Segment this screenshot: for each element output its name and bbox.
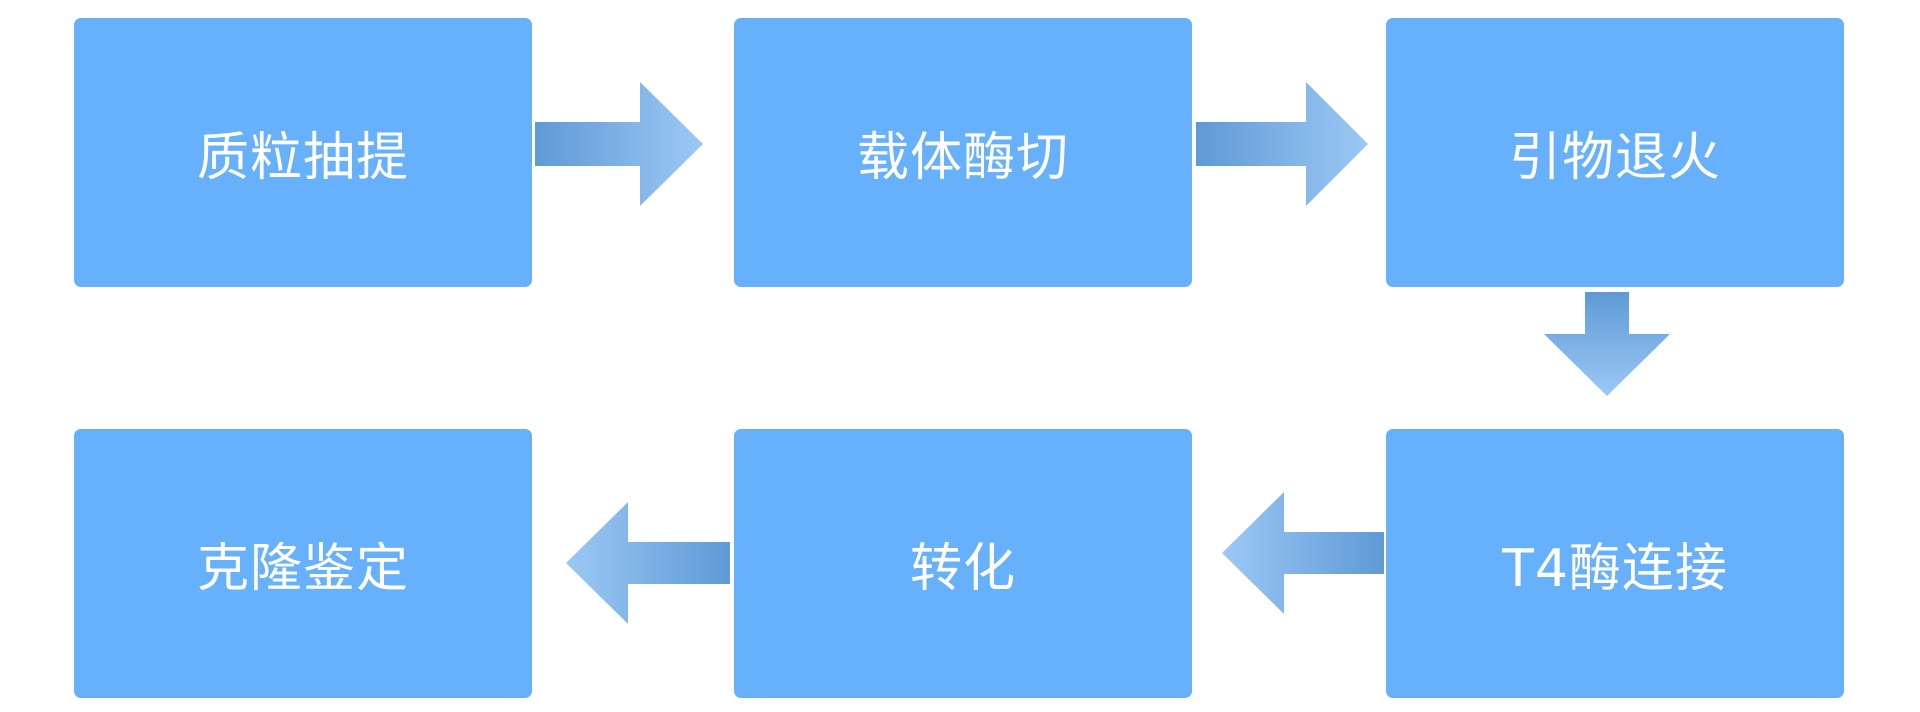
arrow-right-icon: [535, 82, 703, 206]
step-label: 克隆鉴定: [196, 539, 409, 599]
step-label: 载体酶切: [856, 128, 1069, 188]
step-box-transformation: 转化: [734, 429, 1192, 698]
arrow-left-icon: [1222, 492, 1384, 614]
arrow-left-icon: [566, 502, 730, 624]
step-box-clone-identification: 克隆鉴定: [74, 429, 532, 698]
step-box-primer-annealing: 引物退火: [1386, 18, 1844, 287]
step-box-plasmid-extraction: 质粒抽提: [74, 18, 532, 287]
arrow-down-icon: [1544, 292, 1670, 396]
step-label: 转化: [909, 539, 1016, 599]
step-box-t4-ligation: T4酶连接: [1386, 429, 1844, 698]
step-box-vector-digestion: 载体酶切: [734, 18, 1192, 287]
step-label: 质粒抽提: [196, 128, 409, 188]
step-label: 引物退火: [1508, 128, 1721, 188]
step-label: T4酶连接: [1502, 539, 1728, 599]
arrow-right-icon: [1196, 82, 1368, 206]
